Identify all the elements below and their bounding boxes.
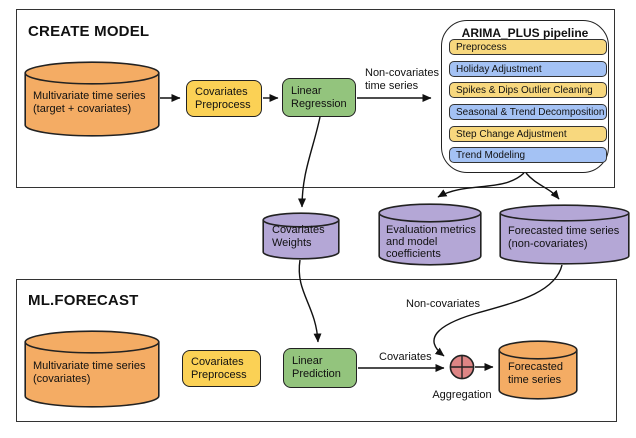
cylinder-label-line: coefficients	[386, 248, 441, 260]
linear-prediction-box: Linear Prediction	[283, 348, 357, 388]
cylinder-label-line: Forecasted	[508, 361, 564, 373]
evaluation-metrics-cylinder: Evaluation metrics and model coefficient…	[378, 203, 482, 266]
box-label-line: Regression	[291, 97, 347, 110]
cylinder-label-line: (non-covariates)	[508, 238, 588, 250]
forecasted-output-cylinder: Forecasted time series	[498, 340, 578, 400]
ml-covariates-preprocess-box: Covariates Preprocess	[182, 350, 261, 387]
cylinder-label-line: Covariates	[272, 224, 325, 236]
cylinder-label-line: Forecasted time series	[508, 225, 620, 237]
non-covariates-arrow-label: Non-covariates	[406, 298, 480, 310]
cylinder-label-line: and model	[386, 236, 438, 248]
linear-regression-box: Linear Regression	[282, 78, 356, 117]
create-model-title: CREATE MODEL	[28, 23, 150, 40]
covariates-weights-cylinder: Covariates Weights	[262, 212, 340, 260]
box-label-line: Linear	[292, 355, 323, 367]
box-label-line: Preprocess	[191, 368, 247, 381]
box-label-line: Prediction	[292, 368, 341, 380]
box-label-line: Covariates	[191, 355, 244, 368]
pipeline-step-preprocess: Preprocess	[449, 39, 607, 55]
box-label-line: Covariates	[195, 85, 248, 98]
cylinder-label-line: Multivariate time series	[33, 360, 146, 372]
aggregation-label: Aggregation	[432, 389, 492, 401]
pipeline-step-trend-modeling: Trend Modeling	[449, 147, 607, 164]
arrow-label-line: time series	[365, 80, 419, 92]
pipeline-step-spikes-dips: Spikes & Dips Outlier Cleaning	[449, 82, 607, 99]
arima-plus-pipeline-box: ARIMA_PLUS pipeline Preprocess Holiday A…	[441, 20, 609, 173]
covariates-preprocess-box: Covariates Preprocess	[186, 80, 262, 117]
pipeline-step-step-change: Step Change Adjustment	[449, 125, 607, 142]
covariates-arrow-label: Covariates	[379, 351, 432, 363]
arima-pipeline-title: ARIMA_PLUS pipeline	[461, 26, 589, 40]
cylinder-label-line: time series	[508, 374, 562, 386]
cylinder-label-line: Multivariate time series	[33, 90, 146, 102]
pipeline-step-holiday-adjustment: Holiday Adjustment	[449, 60, 607, 77]
non-covariates-ts-arrow-label: Non-covariates time series	[365, 67, 439, 93]
ml-forecast-title: ML.FORECAST	[28, 292, 139, 309]
cylinder-label-line: Evaluation metrics	[386, 224, 476, 236]
cylinder-label-line: Weights	[272, 237, 312, 249]
pipeline-step-seasonal-trend: Seasonal & Trend Decomposition	[449, 104, 607, 121]
cylinder-label-line: (target + covariates)	[33, 103, 132, 115]
arima-pipeline-steps: Preprocess Holiday Adjustment Spikes & D…	[449, 39, 607, 164]
ml-forecast-input-cylinder: Multivariate time series (covariates)	[24, 330, 160, 408]
aggregation-plus-icon	[449, 354, 475, 380]
box-label-line: Linear	[291, 84, 322, 97]
arrow-label-line: Non-covariates	[365, 67, 439, 79]
box-label-line: Preprocess	[195, 98, 251, 111]
cylinder-label-line: (covariates)	[33, 373, 91, 385]
multivariate-input-cylinder: Multivariate time series (target + covar…	[24, 61, 160, 137]
forecasted-non-covariates-cylinder: Forecasted time series (non-covariates)	[499, 204, 630, 265]
